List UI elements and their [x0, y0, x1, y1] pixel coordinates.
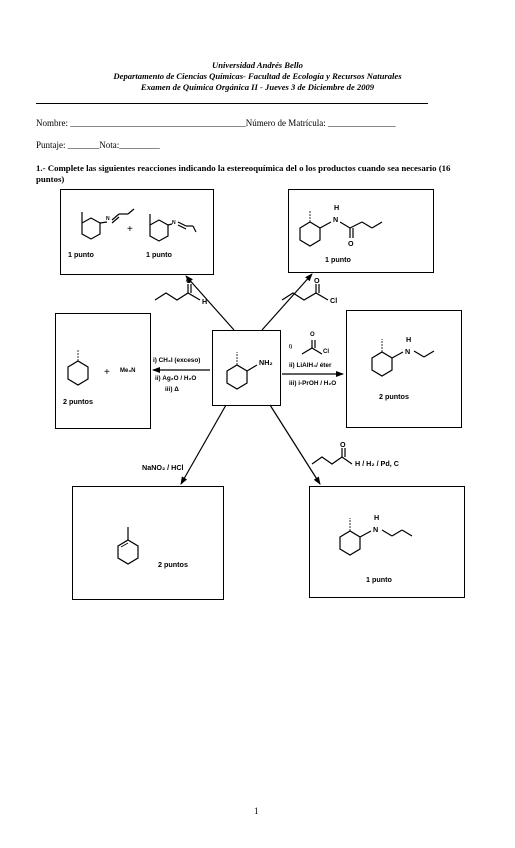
box-middle-right	[346, 310, 462, 428]
butanal-reagent	[154, 284, 201, 301]
elimination-step-3: iii) Δ	[165, 386, 179, 393]
butanoyl-chloride-reagent	[281, 284, 329, 301]
reduction-step-2: ii) LiAlH₄/ éter	[289, 362, 332, 369]
butanal-reagent-2	[311, 448, 353, 465]
acetyl-cl-label: Cl	[323, 349, 329, 355]
starting-amine	[226, 352, 258, 390]
name-field[interactable]: Nombre: ________________________________…	[36, 118, 396, 128]
box-top-right	[288, 189, 434, 273]
acetyl-chloride-reagent	[301, 340, 323, 355]
box-middle-left	[55, 313, 151, 429]
points-label-imine-2: 1 punto	[146, 250, 172, 259]
ethyl-amine-h-label: H	[406, 335, 412, 344]
amide-o-label: O	[348, 239, 354, 248]
imine-n-label-b: N	[172, 220, 176, 226]
box-top-left	[60, 189, 214, 275]
points-label-alkene: 2 puntos	[63, 397, 93, 406]
imine-product-1	[81, 208, 135, 240]
elimination-step-2: ii) Ag₂O / H₂O	[155, 375, 197, 382]
acylation-step-1: i)	[289, 344, 293, 350]
butyl-amine-h-label: H	[374, 513, 380, 522]
butyl-amine-n-label: N	[373, 525, 379, 534]
acyl-o-label: O	[314, 276, 320, 285]
ethyl-amine-n-label: N	[405, 347, 411, 356]
page-number: 1	[254, 806, 259, 816]
points-label-methylcyclohexene: 2 puntos	[158, 560, 188, 569]
reductive-aldehyde-o-label: O	[340, 440, 346, 449]
arrow-to-bottom-right	[269, 404, 321, 485]
acyl-cl-label: Cl	[330, 296, 338, 305]
amide-h-label: H	[334, 203, 340, 212]
points-label-ethylamine: 2 puntos	[379, 392, 409, 401]
arrow-to-top-left	[185, 275, 235, 331]
box-bottom-left	[72, 486, 224, 600]
question-1: 1.- Complete las siguientes reacciones i…	[36, 163, 451, 184]
diazotization-reagent: NaNO₂ / HCl	[142, 463, 184, 472]
imine-n-label-a: N	[106, 216, 110, 222]
acetyl-o-label: O	[310, 332, 315, 338]
methylcyclohexene-product	[67, 349, 89, 386]
exam-title: Examen de Química Orgánica II - Jueves 3…	[140, 82, 375, 92]
amide-product	[299, 210, 383, 247]
points-label-butylamine: 1 punto	[366, 575, 392, 584]
department-name: Departamento de Ciencias Químicas- Facul…	[113, 71, 402, 81]
trimethylamine-label: Me₃N	[120, 368, 136, 374]
plus-sign-top: +	[127, 224, 133, 235]
plus-sign-middle: +	[104, 367, 110, 378]
arrow-to-bottom-left	[180, 404, 227, 485]
box-bottom-right	[309, 486, 465, 598]
imine-product-2	[149, 214, 197, 242]
workup-step-3: iii) i-PrOH / H₂O	[289, 380, 337, 387]
reductive-amination-reagent: H / H₂ / Pd, C	[355, 459, 399, 468]
1-methylcyclohexene-product	[117, 527, 139, 565]
aldehyde-h-label: H	[202, 297, 208, 306]
university-name: Universidad Andrés Bello	[212, 60, 303, 70]
n-ethyl-amine-product	[371, 339, 435, 377]
header-rule	[36, 103, 428, 104]
amide-n-label: N	[333, 215, 339, 224]
box-center	[212, 330, 281, 406]
points-label-imine-1: 1 punto	[68, 250, 94, 259]
arrow-to-top-right	[261, 273, 313, 331]
n-butyl-amine-product	[339, 518, 413, 556]
points-label-amide: 1 punto	[325, 255, 351, 264]
amine-nh2-label: NH₂	[259, 358, 273, 367]
score-field[interactable]: Puntaje: _______Nota:_________	[36, 140, 160, 150]
aldehyde-o-label: O	[186, 276, 192, 285]
elimination-step-1: i) CH₃I (exceso)	[153, 357, 201, 364]
